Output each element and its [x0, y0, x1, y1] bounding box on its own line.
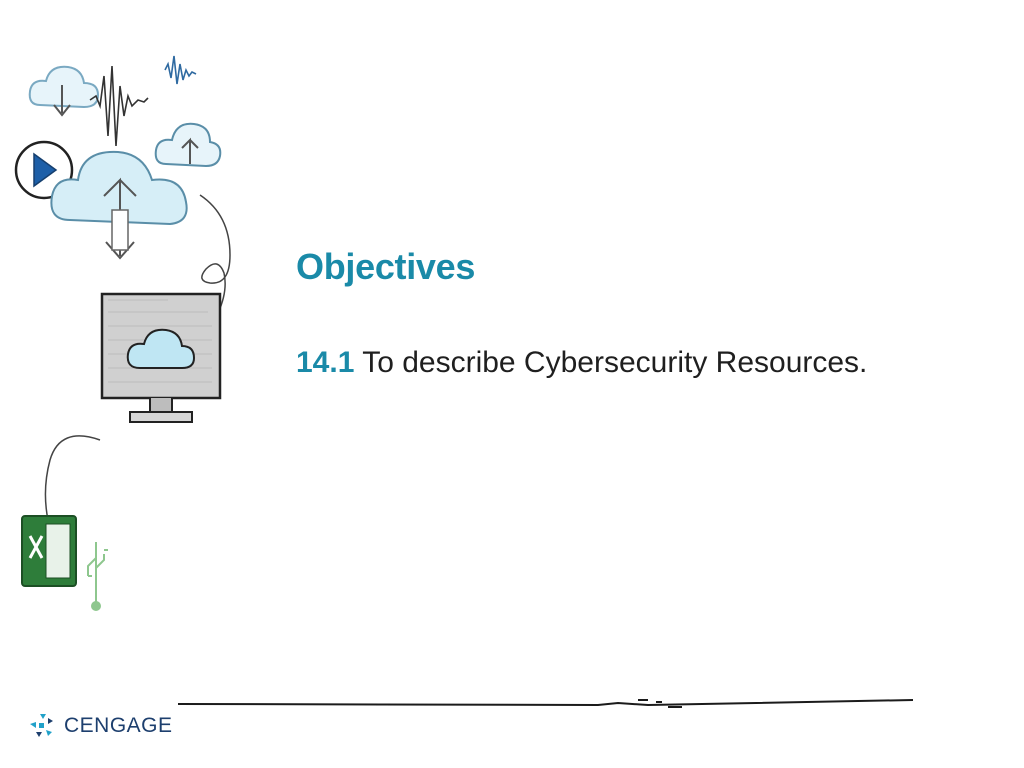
footer-divider	[178, 699, 913, 708]
cengage-logo-icon	[30, 714, 53, 737]
slide-title: Objectives	[296, 246, 476, 287]
play-icon	[14, 140, 74, 200]
waveform-icon	[89, 55, 197, 147]
connector-line	[199, 194, 231, 314]
usb-icon	[87, 542, 108, 611]
cloud-upload-download-icon	[50, 150, 188, 260]
sketch-illustration	[14, 55, 231, 611]
connector-line-lower	[44, 435, 101, 521]
cloud-upload-icon	[154, 122, 222, 168]
monitor-cloud-icon	[100, 292, 222, 423]
objective-number: 14.1	[296, 346, 355, 379]
cengage-logo: CENGAGE	[26, 708, 173, 744]
logo-text: CENGAGE	[64, 714, 173, 737]
objective-text: To describe Cybersecurity Resources.	[362, 346, 868, 379]
cloud-download-icon	[28, 65, 100, 117]
objective-item: 14.1 To describe Cybersecurity Resources…	[296, 346, 867, 380]
excel-icon	[21, 515, 77, 587]
